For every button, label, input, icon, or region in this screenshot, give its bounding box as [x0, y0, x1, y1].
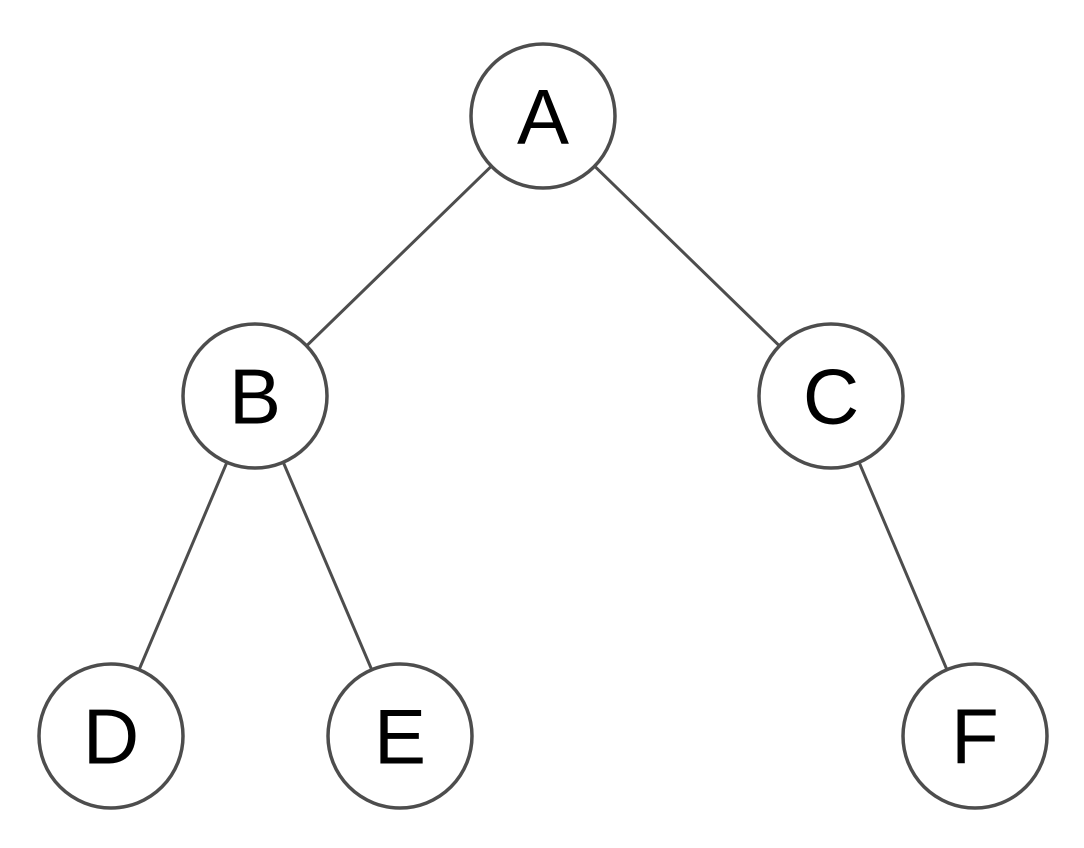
tree-node-C: C	[757, 322, 905, 470]
tree-node-D: D	[37, 662, 185, 810]
node-C-circle	[757, 322, 905, 470]
nodes-layer: A B C D E F	[37, 42, 1049, 810]
tree-node-A: A	[469, 42, 617, 190]
node-D-circle	[37, 662, 185, 810]
node-E-label: E	[374, 692, 426, 780]
node-B-label: B	[229, 352, 281, 440]
tree-node-B: B	[181, 322, 329, 470]
node-A-label: A	[517, 72, 569, 160]
node-B-circle	[181, 322, 329, 470]
node-D-label: D	[83, 692, 139, 780]
node-C-label: C	[803, 352, 859, 440]
tree-node-F: F	[901, 662, 1049, 810]
tree-node-E: E	[326, 662, 474, 810]
node-F-label: F	[951, 692, 999, 780]
node-E-circle	[326, 662, 474, 810]
node-A-circle	[469, 42, 617, 190]
node-F-circle	[901, 662, 1049, 810]
